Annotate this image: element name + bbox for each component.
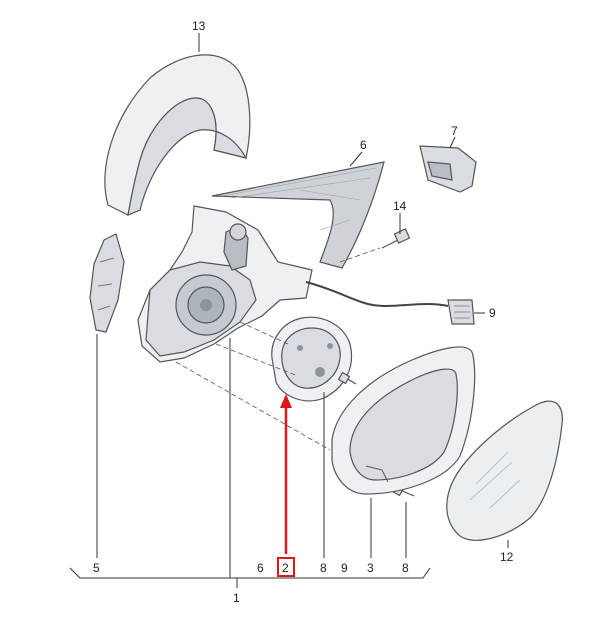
label-3: 3 [367, 561, 374, 575]
heater-pad-part[interactable] [211, 161, 385, 269]
mirror-cap-part[interactable] [104, 54, 251, 216]
label-1: 1 [233, 591, 240, 605]
assembly-lines [175, 247, 381, 451]
screw-14-part[interactable] [381, 228, 411, 249]
wiring-harness-part[interactable] [305, 281, 475, 325]
label-7: 7 [451, 124, 458, 138]
label-8-b: 8 [402, 561, 409, 575]
label-9-bottom: 9 [341, 561, 348, 575]
mirror-glass-part[interactable] [446, 400, 563, 541]
label-13: 13 [192, 19, 206, 33]
bracket-part[interactable] [89, 233, 125, 333]
label-6-top: 6 [360, 138, 367, 152]
label-9-right: 9 [489, 306, 496, 320]
label-14: 14 [393, 199, 407, 213]
label-2: 2 [282, 561, 289, 575]
label-6-bottom: 6 [257, 561, 264, 575]
label-12: 12 [500, 550, 514, 564]
clip-part[interactable] [419, 145, 477, 193]
mirror-frame-part[interactable] [331, 346, 476, 495]
mirror-housing-part[interactable] [137, 205, 313, 363]
label-8-a: 8 [320, 561, 327, 575]
label-5: 5 [93, 561, 100, 575]
part-2-highlight [277, 394, 295, 577]
screw-8a-part[interactable] [337, 371, 357, 385]
adjustment-motor-part[interactable] [271, 316, 353, 402]
